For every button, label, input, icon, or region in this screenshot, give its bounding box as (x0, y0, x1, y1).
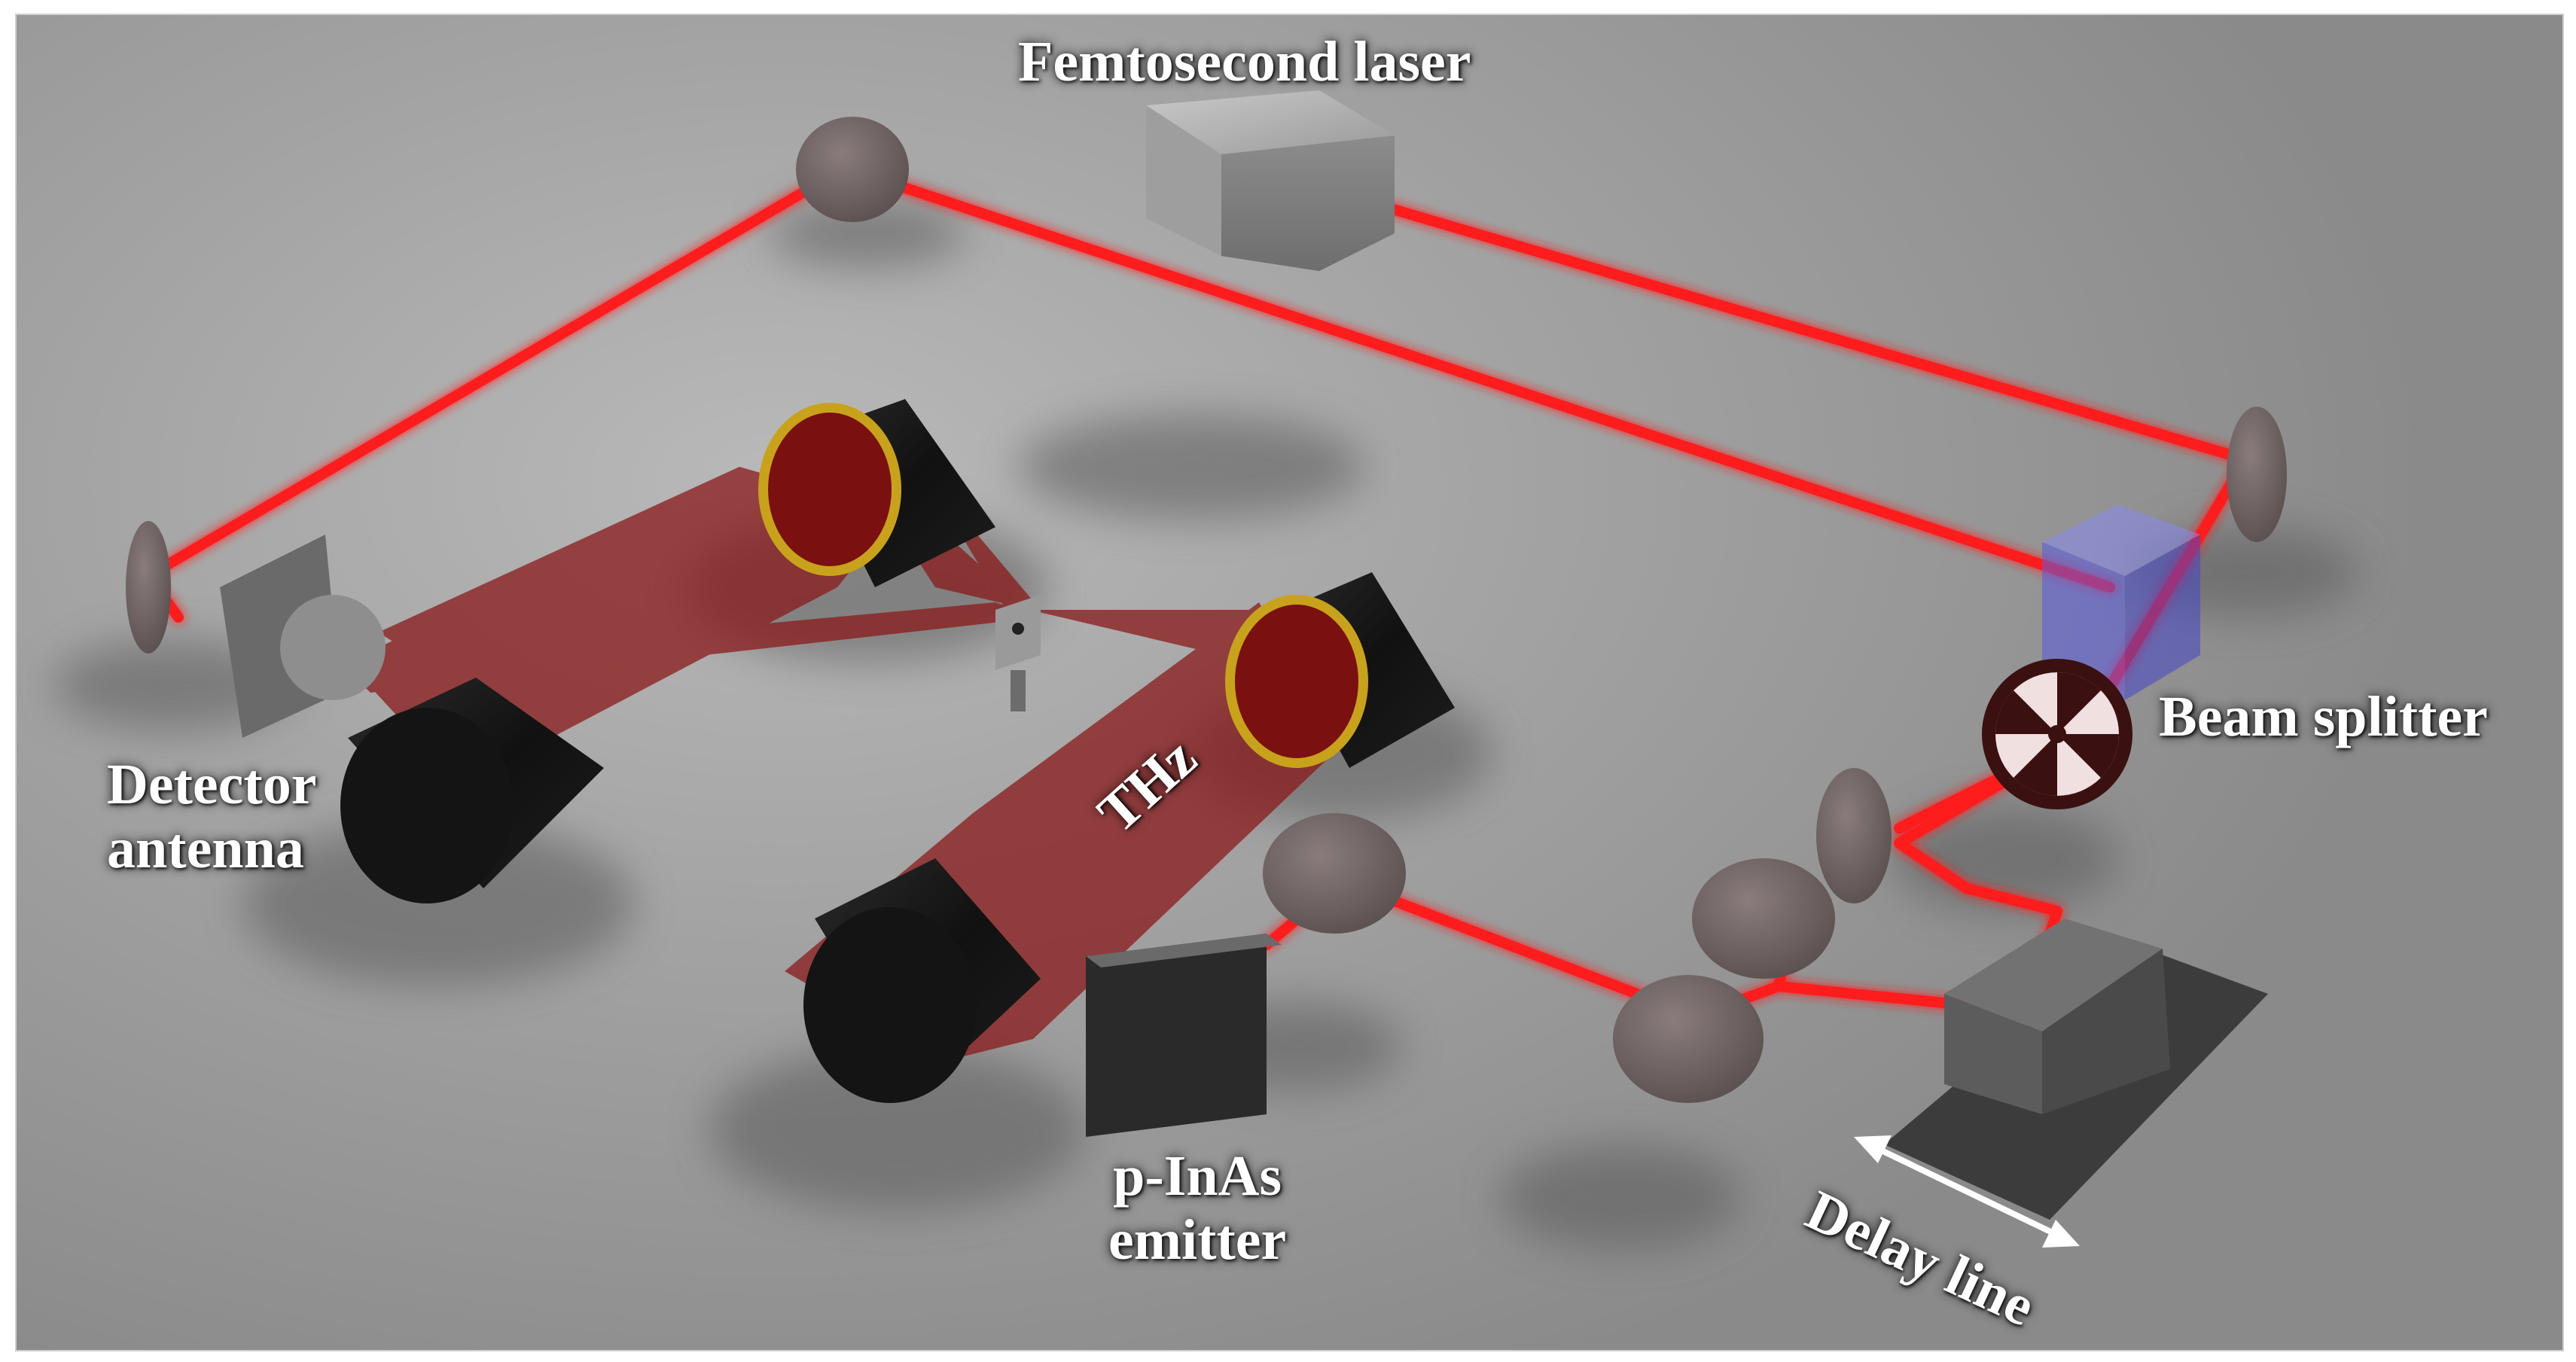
mirror-delay-3 (1816, 768, 1892, 903)
beam-splitter-cube (2042, 504, 2200, 700)
optical-setup-scene: Femtosecond laser Beam splitter Detector… (15, 14, 2564, 1351)
mirror-right (2227, 407, 2287, 542)
detector-antenna-label: Detector antenna (107, 753, 317, 881)
lens-right (1225, 572, 1455, 768)
chopper-wheel (1982, 659, 2132, 809)
delay-line-arrow (1854, 1135, 2080, 1248)
mirror-emitter (1263, 813, 1406, 934)
mirror-delay-2 (1692, 858, 1835, 979)
femtosecond-laser-box (1146, 90, 1395, 271)
delay-line-stage (1884, 919, 2268, 1220)
lens-bottom (803, 858, 1041, 1103)
beam-splitter-label: Beam splitter (2159, 685, 2488, 748)
p-inas-emitter (1086, 934, 1282, 1137)
lens-left (340, 678, 604, 903)
detector-antenna-mount (220, 535, 386, 738)
mirror-top (796, 117, 909, 222)
mirror-delay-1 (1613, 975, 1764, 1103)
sample-holder (995, 595, 1041, 711)
setup-diagram (54, 90, 2358, 1250)
mirror-left (126, 521, 171, 654)
femtosecond-laser-label: Femtosecond laser (1018, 30, 1471, 93)
emitter-label: p-InAs emitter (1108, 1144, 1287, 1272)
lens-top (758, 399, 995, 587)
